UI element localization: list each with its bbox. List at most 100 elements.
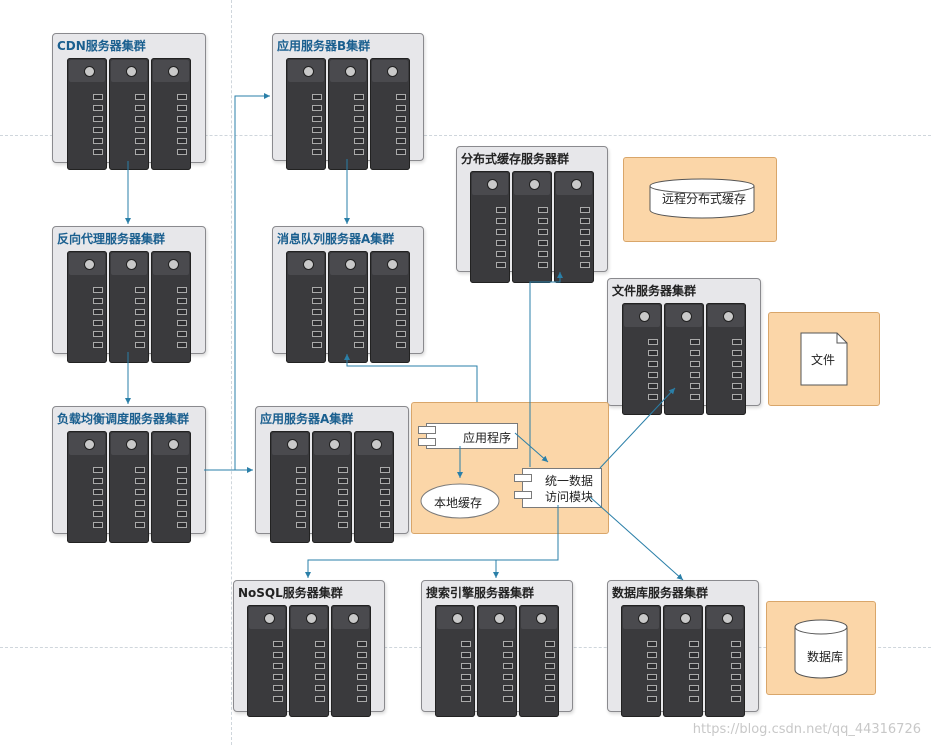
rack-drive-slot bbox=[545, 641, 555, 647]
rack-drive-slot bbox=[93, 320, 103, 326]
rack-drive-slot bbox=[354, 298, 364, 304]
rack-drive-slot bbox=[273, 685, 283, 691]
cluster-mq-a-title: 消息队列服务器A集群 bbox=[277, 232, 395, 246]
rack-drive-slot bbox=[538, 207, 548, 213]
server-rack-icon bbox=[109, 431, 149, 543]
rack-drive-slot bbox=[503, 685, 513, 691]
rack-drive-slot bbox=[177, 116, 187, 122]
rack-drive-slot bbox=[312, 94, 322, 100]
rack-drive-slot bbox=[312, 298, 322, 304]
server-rack-icon bbox=[435, 605, 475, 717]
rack-drive-slot bbox=[338, 489, 348, 495]
cluster-mq-a: 消息队列服务器A集群 bbox=[272, 226, 424, 363]
rack-drive-slot bbox=[135, 467, 145, 473]
rack-drive-slot bbox=[690, 350, 700, 356]
arrow-app-to-mq bbox=[344, 354, 478, 402]
rack-power-knob-icon bbox=[723, 311, 734, 322]
rack-drive-slot bbox=[538, 262, 548, 268]
cluster-search: 搜索引擎服务器集群 bbox=[421, 580, 573, 717]
server-rack-icon bbox=[705, 605, 745, 717]
server-rack-icon bbox=[151, 431, 191, 543]
server-rack-icon bbox=[67, 251, 107, 363]
rack-drive-slot bbox=[690, 383, 700, 389]
rack-drive-slot bbox=[380, 500, 390, 506]
rack-power-knob-icon bbox=[126, 439, 137, 450]
rack-drive-slot bbox=[135, 342, 145, 348]
server-rack-icon bbox=[289, 605, 329, 717]
rack-power-knob-icon bbox=[494, 613, 505, 624]
rack-drive-slot bbox=[177, 489, 187, 495]
rack-power-knob-icon bbox=[487, 179, 498, 190]
rack-drive-slot bbox=[315, 641, 325, 647]
rack-drive-slot bbox=[93, 511, 103, 517]
rack-power-knob-icon bbox=[639, 311, 650, 322]
rack-drive-slot bbox=[461, 674, 471, 680]
arrow-program-to-access bbox=[514, 432, 549, 463]
rack-drive-slot bbox=[396, 342, 406, 348]
rack-drive-slot bbox=[380, 511, 390, 517]
rack-drive-slot bbox=[648, 361, 658, 367]
rack-drive-slot bbox=[731, 641, 741, 647]
rack-drive-slot bbox=[177, 287, 187, 293]
rack-drive-slot bbox=[538, 240, 548, 246]
rack-drive-slot bbox=[338, 467, 348, 473]
rack-drive-slot bbox=[177, 522, 187, 528]
rack-drive-slot bbox=[354, 342, 364, 348]
rack-drive-slot bbox=[648, 372, 658, 378]
rack-drive-slot bbox=[296, 500, 306, 506]
rack-power-knob-icon bbox=[371, 439, 382, 450]
server-rack-icon bbox=[477, 605, 517, 717]
rack-drive-slot bbox=[312, 342, 322, 348]
rack-drive-slot bbox=[93, 105, 103, 111]
rack-drive-slot bbox=[580, 251, 590, 257]
rack-drive-slot bbox=[338, 511, 348, 517]
rack-drive-slot bbox=[93, 467, 103, 473]
rack-power-knob-icon bbox=[345, 66, 356, 77]
local-cache-ellipse bbox=[420, 483, 500, 519]
server-rack-icon bbox=[286, 251, 326, 363]
rack-drive-slot bbox=[354, 94, 364, 100]
rack-drive-slot bbox=[503, 663, 513, 669]
rack-drive-slot bbox=[312, 149, 322, 155]
server-rack-icon bbox=[109, 58, 149, 170]
watermark-text: https://blog.csdn.net/qq_44316726 bbox=[692, 722, 921, 737]
rack-drive-slot bbox=[177, 298, 187, 304]
rack-drive-slot bbox=[135, 478, 145, 484]
rack-drive-slot bbox=[312, 105, 322, 111]
rack-drive-slot bbox=[296, 489, 306, 495]
rack-drive-slot bbox=[732, 339, 742, 345]
rack-drive-slot bbox=[689, 652, 699, 658]
rack-drive-slot bbox=[177, 149, 187, 155]
cluster-app-b-title: 应用服务器B集群 bbox=[277, 39, 371, 53]
rack-drive-slot bbox=[503, 641, 513, 647]
cluster-search-title: 搜索引擎服务器集群 bbox=[426, 586, 535, 600]
rack-drive-slot bbox=[496, 262, 506, 268]
rack-drive-slot bbox=[357, 663, 367, 669]
rack-drive-slot bbox=[396, 331, 406, 337]
rack-drive-slot bbox=[315, 696, 325, 702]
rack-power-knob-icon bbox=[387, 66, 398, 77]
rack-power-knob-icon bbox=[287, 439, 298, 450]
rack-drive-slot bbox=[177, 127, 187, 133]
rack-drive-slot bbox=[357, 685, 367, 691]
arrow-lb-to-app-b bbox=[234, 93, 270, 470]
file-label: 文件 bbox=[811, 353, 836, 367]
rack-drive-slot bbox=[538, 251, 548, 257]
rack-drive-slot bbox=[690, 339, 700, 345]
rack-power-knob-icon bbox=[264, 613, 275, 624]
rack-drive-slot bbox=[396, 149, 406, 155]
rack-drive-slot bbox=[93, 127, 103, 133]
rack-drive-slot bbox=[273, 641, 283, 647]
arrow-app-to-file bbox=[599, 387, 676, 469]
database-drum-icon bbox=[794, 619, 848, 679]
rack-power-knob-icon bbox=[722, 613, 733, 624]
rack-drive-slot bbox=[648, 350, 658, 356]
rack-drive-slot bbox=[647, 696, 657, 702]
data-access-label-2: 访问模块 bbox=[545, 490, 594, 504]
server-rack-icon bbox=[67, 58, 107, 170]
rack-power-knob-icon bbox=[680, 613, 691, 624]
server-rack-icon bbox=[270, 431, 310, 543]
rack-power-knob-icon bbox=[329, 439, 340, 450]
server-rack-icon bbox=[151, 251, 191, 363]
cluster-dist-cache: 分布式缓存服务器群 bbox=[456, 146, 608, 283]
